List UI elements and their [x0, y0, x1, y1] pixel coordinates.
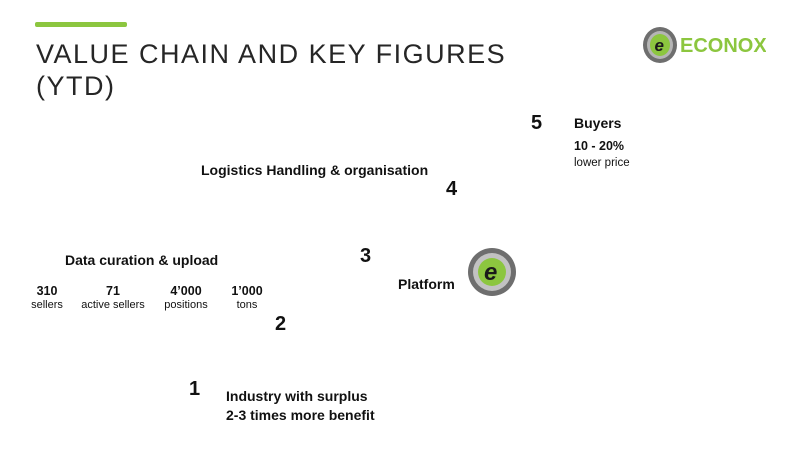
step-3-number: 3	[360, 245, 372, 267]
stat-positions: 4’000 positions	[146, 284, 226, 311]
logo-core	[650, 34, 670, 56]
stat-active-sellers-label: active sellers	[81, 299, 145, 311]
stat-tons-value: 1’000	[231, 284, 263, 298]
step-4-label: Logistics Handling & organisation	[201, 162, 429, 178]
step-2-label: Data curation & upload	[65, 252, 219, 268]
step-5-caption: lower price	[574, 157, 630, 169]
title-line-1: VALUE CHAIN AND KEY FIGURES	[36, 39, 507, 69]
stat-sellers: 310 sellers	[7, 284, 87, 311]
step-1-line-2: 2-3 times more benefit	[226, 407, 375, 423]
step-5-value: 10 - 20%	[574, 139, 625, 153]
step-4-number: 4	[446, 178, 458, 200]
step-3-label: Platform	[398, 276, 455, 292]
step-5-number: 5	[531, 112, 543, 134]
title-line-2: (YTD)	[36, 71, 116, 101]
stat-tons-label: tons	[236, 299, 258, 311]
logo-e-glyph: e	[655, 36, 664, 55]
stat-positions-label: positions	[164, 299, 208, 311]
slide-title: VALUE CHAIN AND KEY FIGURES (YTD)	[36, 38, 506, 102]
accent-bar	[35, 22, 127, 27]
step-5-label: Buyers	[574, 115, 622, 131]
stat-tons: 1’000 tons	[207, 284, 287, 311]
stat-active-sellers: 71 active sellers	[73, 284, 153, 311]
brand-name: ECONOXX	[680, 35, 766, 57]
platform-core	[478, 258, 506, 286]
stat-sellers-value: 310	[36, 284, 58, 298]
stat-active-sellers-value: 71	[106, 284, 120, 298]
econoxx-logo: e ECONOXX	[643, 27, 766, 63]
step-2-number: 2	[275, 313, 287, 335]
stat-positions-value: 4’000	[170, 284, 202, 298]
platform-logo-icon: e	[468, 248, 516, 296]
step-1-number: 1	[189, 378, 201, 400]
stat-sellers-label: sellers	[31, 299, 63, 311]
platform-e-glyph: e	[484, 259, 497, 286]
step-1-line-1: Industry with surplus	[226, 388, 368, 404]
